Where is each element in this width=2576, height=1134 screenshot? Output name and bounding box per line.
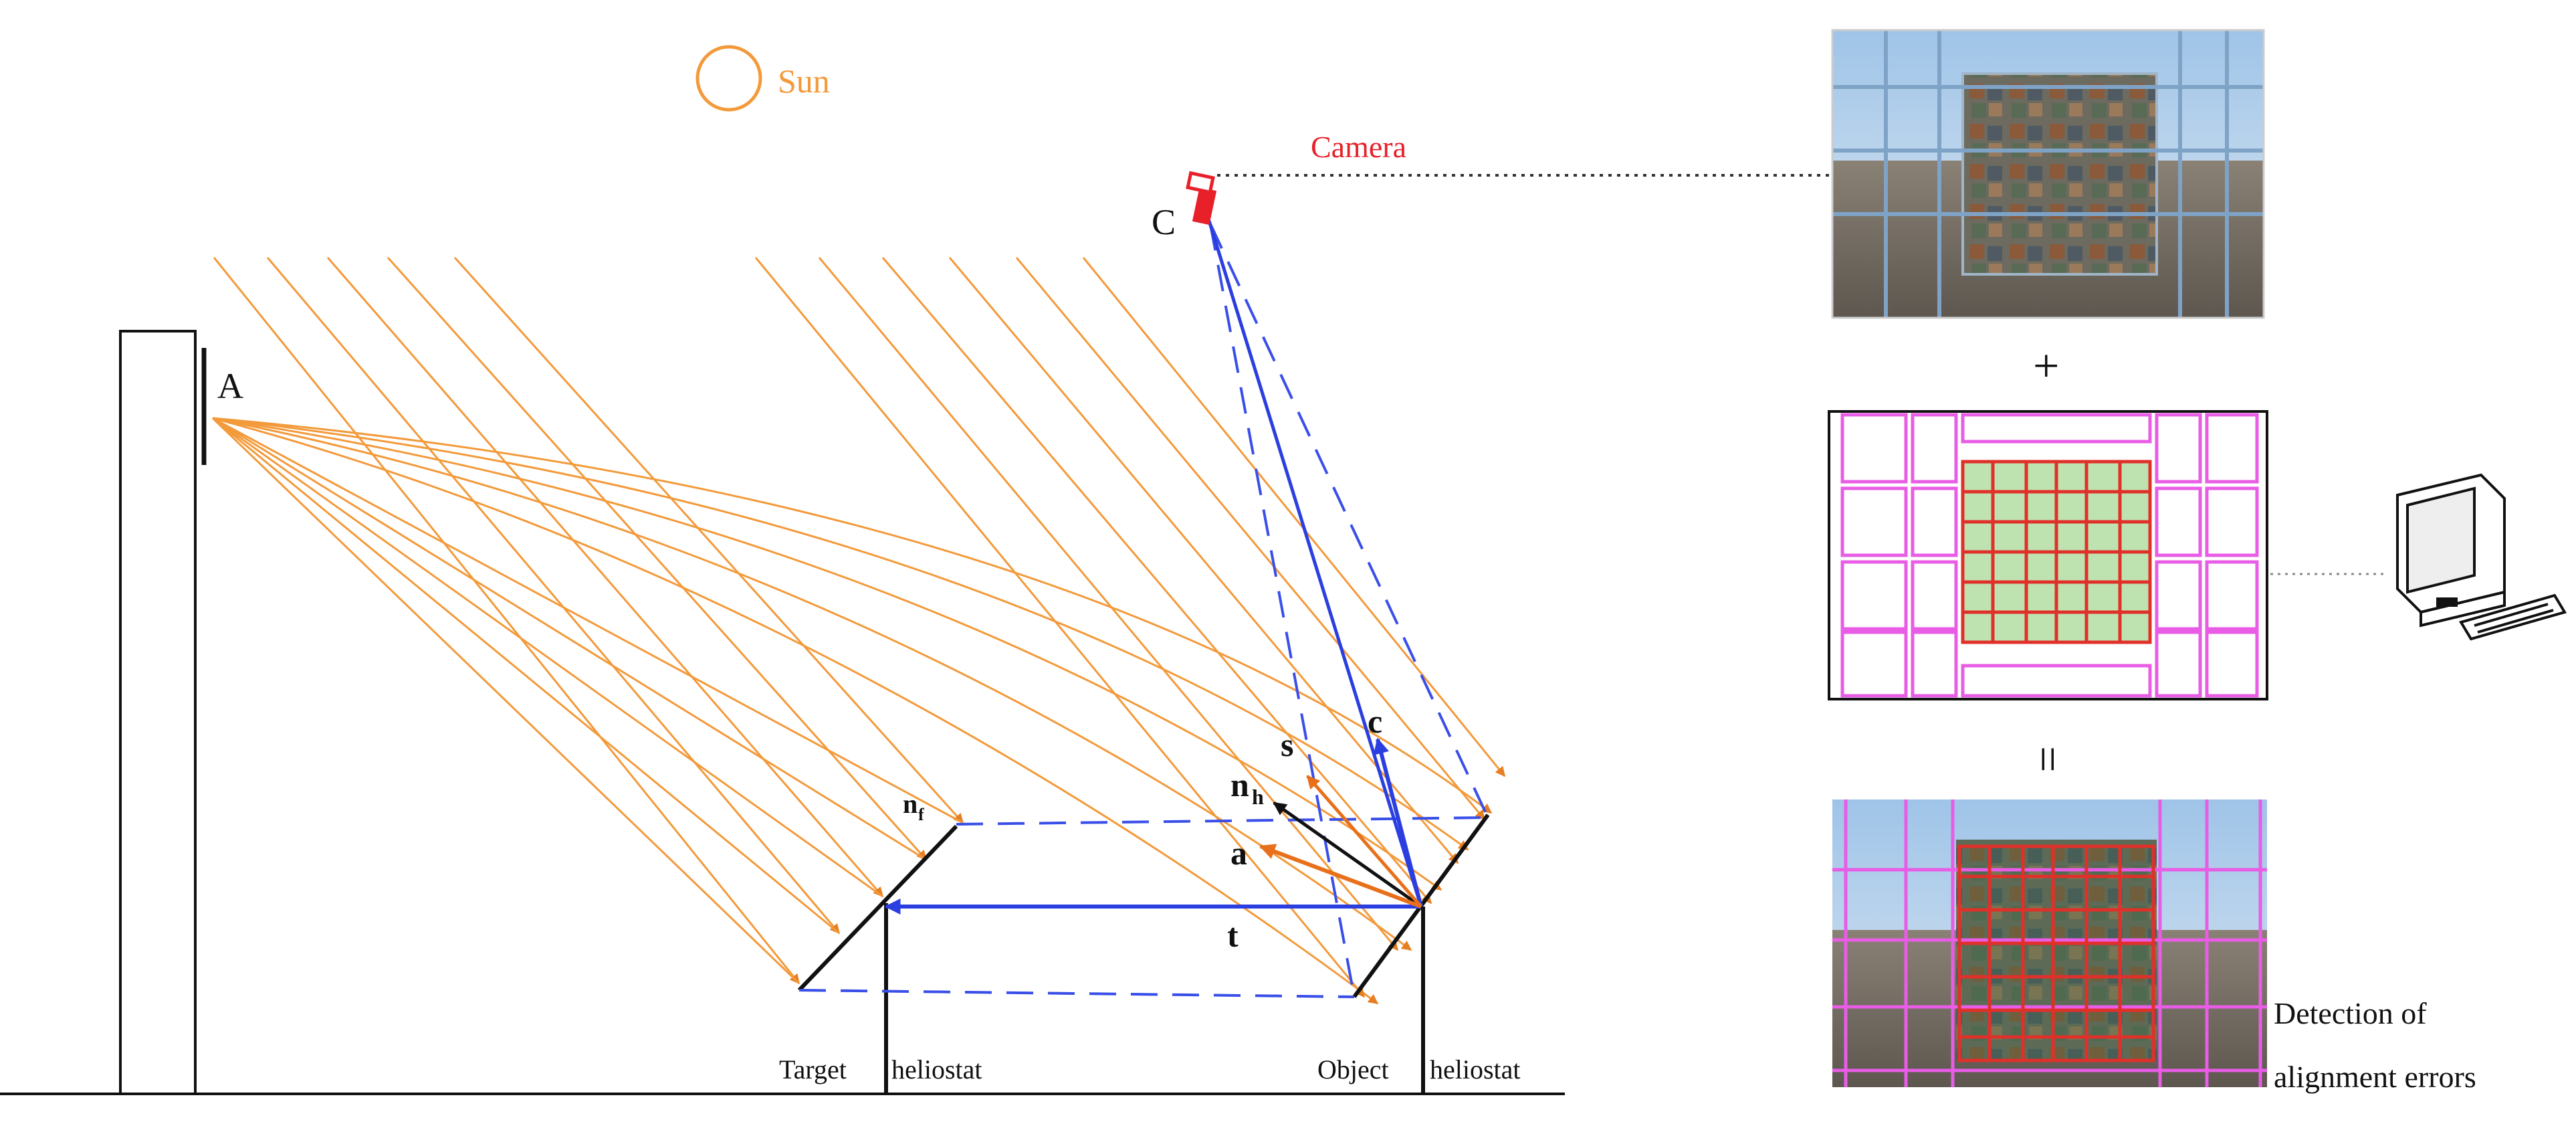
plus-sign: + — [2033, 341, 2059, 392]
object-label: Object — [1317, 1054, 1389, 1084]
point-c-label: C — [1152, 202, 1176, 242]
target-label: Target — [779, 1054, 847, 1084]
detection-label-line1: Detection of — [2274, 996, 2427, 1030]
detection-label-line2: alignment errors — [2274, 1060, 2476, 1094]
tower — [119, 330, 197, 1095]
target-heliostat-mirror — [797, 824, 958, 992]
sun-icon — [695, 45, 762, 112]
sun-rays-object — [754, 257, 1506, 998]
vector-s — [1306, 775, 1422, 908]
vector-c — [1373, 737, 1423, 907]
vector-nh — [1273, 801, 1422, 909]
dashed-projection — [798, 223, 1489, 998]
camera-icon — [1186, 171, 1217, 225]
sun-label: Sun — [778, 62, 830, 100]
target-heliostat-label: heliostat — [891, 1054, 982, 1084]
vector-nf-sub: f — [918, 805, 924, 824]
object-heliostat-label: heliostat — [1430, 1054, 1521, 1084]
equals-sign: = — [2022, 746, 2073, 772]
camera-label: Camera — [1311, 130, 1406, 164]
vector-t-label: t — [1227, 917, 1239, 954]
desktop-computer-icon — [2396, 473, 2567, 641]
vector-nh-label: n — [1230, 766, 1249, 804]
vector-nf-label: n — [903, 789, 918, 819]
sun-rays-target — [213, 256, 964, 985]
camera-line — [1207, 220, 1423, 907]
vector-nh-sub: h — [1252, 785, 1264, 809]
vector-c-label: c — [1368, 702, 1382, 740]
vector-a — [1259, 844, 1422, 909]
vector-s-label: s — [1281, 726, 1293, 763]
camera-photo-panel — [1831, 29, 2265, 319]
curved-rays-object — [212, 417, 1493, 1005]
vector-a-label: a — [1230, 834, 1247, 872]
reflected-rays-target — [211, 417, 964, 985]
point-a-label: A — [217, 366, 243, 406]
overlay-result-panel — [1832, 799, 2267, 1087]
model-grid-panel — [1828, 410, 2268, 700]
